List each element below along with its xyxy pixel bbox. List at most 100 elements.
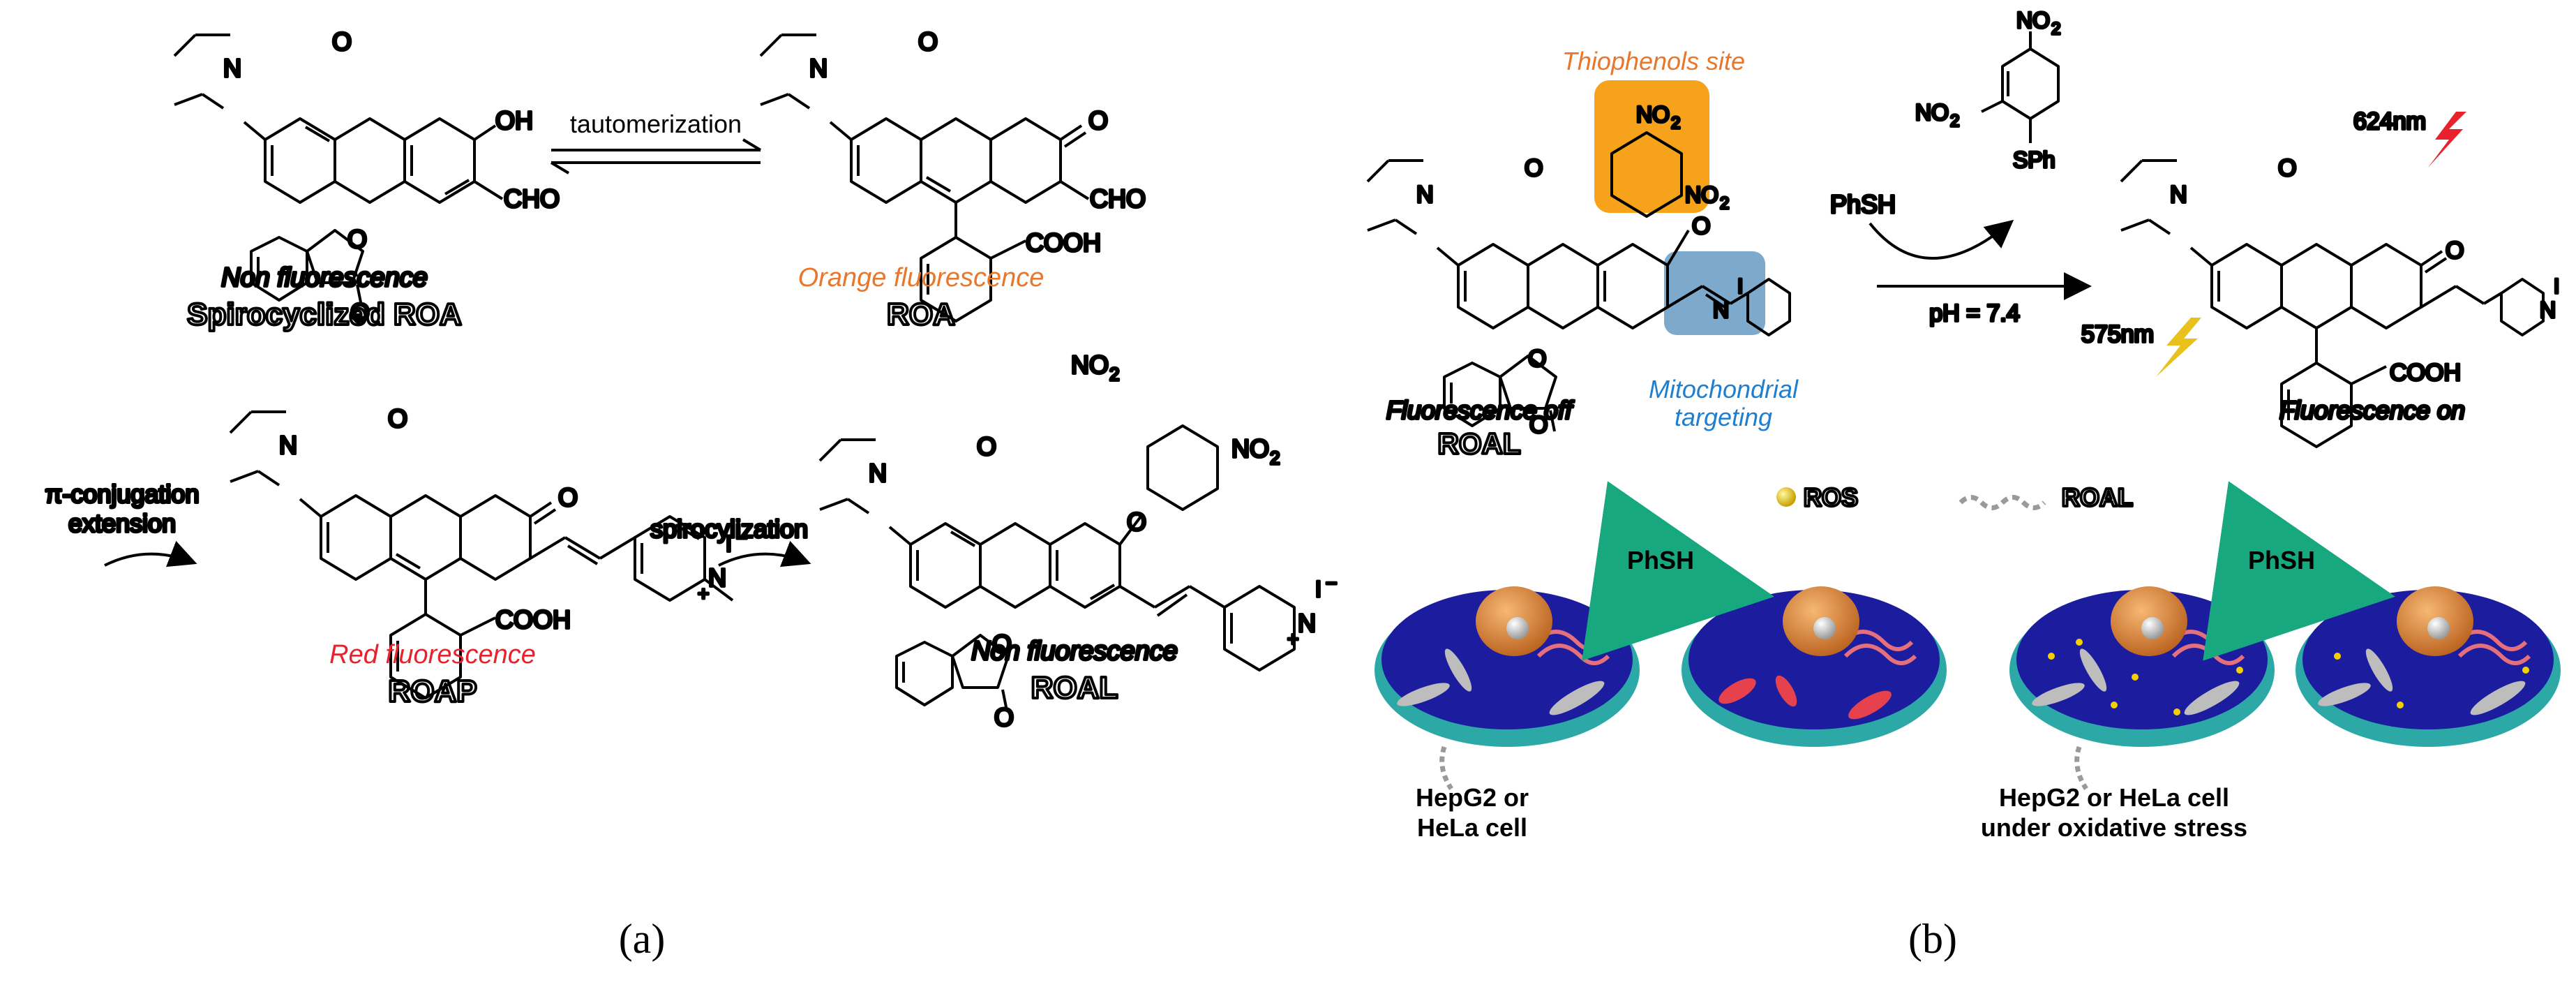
- product-roap-structure: [2120, 159, 2545, 448]
- spirocyclized-roa-structure: [173, 34, 504, 306]
- roal-caption: Non fluorescence: [971, 637, 1178, 666]
- no2-group: NO: [1915, 100, 1949, 125]
- curved-reaction-arrow: [1869, 219, 2014, 260]
- o-atom: O: [1529, 412, 1548, 438]
- ros-legend-icon: [1776, 487, 1796, 507]
- no2-group: NO: [2016, 8, 2050, 33]
- ether-o: O: [1127, 507, 1146, 536]
- o-atom: O: [2446, 237, 2464, 264]
- plus-charge: +: [698, 583, 709, 604]
- forward-arrowhead: [742, 138, 762, 151]
- thiophenols-site-label: Thiophenols site: [1562, 47, 1745, 75]
- pi-conjugation-label-1: π-conjugation: [45, 480, 200, 508]
- spiro-roa-label: Spirocyclized ROA: [187, 297, 462, 332]
- panel-label-b: (b): [1908, 916, 1957, 962]
- o-atom: O: [1528, 346, 1546, 372]
- pyridinium-n: N: [1298, 609, 1316, 637]
- o-atom: O: [2278, 155, 2296, 181]
- o-atom: O: [347, 225, 367, 253]
- red-lightning-icon: [2428, 112, 2466, 168]
- cell-caption-2-line-2: under oxidative stress: [1981, 813, 2247, 842]
- cooh-group: COOH: [495, 605, 571, 634]
- roal-legend-label: ROAL: [2062, 483, 2133, 512]
- roal-probe-label: ROAL: [1438, 427, 1521, 460]
- n-atom: N: [869, 459, 887, 487]
- iodide: I: [2554, 275, 2559, 298]
- roal-structure: [818, 424, 1296, 711]
- pi-conjugation-label-2: extension: [68, 509, 176, 537]
- pyridinium-n: N: [708, 563, 726, 592]
- roap-label: ROAP: [388, 674, 477, 708]
- phsh-arrow-label-1: PhSH: [1627, 546, 1694, 574]
- roal-probe-structure: [1366, 131, 1791, 432]
- cooh-group: COOH: [1026, 228, 1101, 257]
- no2-subscript: 2: [1720, 194, 1729, 213]
- o-atom: O: [1525, 155, 1543, 181]
- cho-group: CHO: [1090, 184, 1146, 213]
- cell-caption-2-line-1: HepG2 or HeLa cell: [1999, 783, 2229, 812]
- o-atom: O: [332, 27, 352, 56]
- pyridinium-n: N: [1713, 297, 1729, 322]
- mitochondrial-label-2: targeting: [1675, 403, 1772, 431]
- dnp-sph-structure: [1981, 31, 2060, 143]
- roa-label: ROA: [887, 297, 955, 332]
- spiro-roa-caption: Non fluorescence: [221, 263, 428, 292]
- spirocyclization-arrow: [718, 540, 811, 567]
- cell-1: [1375, 586, 1640, 790]
- iodide: I: [1737, 275, 1743, 298]
- pi-conjugation-arrow: [104, 540, 197, 567]
- no2-subscript: 2: [1109, 364, 1119, 385]
- o-atom: O: [350, 298, 370, 327]
- o-atom: O: [388, 404, 407, 433]
- cell-caption-1-line-1: HepG2 or: [1416, 783, 1529, 812]
- ether-o: O: [1692, 213, 1710, 239]
- cho-group: CHO: [504, 184, 560, 213]
- mitochondrial-label-1: Mitochondrial: [1649, 375, 1799, 403]
- fluorescence-off-label: Fluorescence off: [1386, 396, 1575, 424]
- no2-subscript: 2: [1671, 114, 1680, 133]
- cell-4: [2296, 586, 2561, 747]
- n-atom: N: [2170, 181, 2187, 208]
- no2-group-top: NO: [1071, 350, 1109, 379]
- ros-legend-label: ROS: [1804, 483, 1858, 512]
- reverse-arrowhead: [550, 161, 570, 175]
- phsh-reagent: PhSH: [1830, 190, 1896, 218]
- n-atom: N: [1416, 181, 1434, 208]
- fluorescence-on-label: Fluorescence on: [2279, 396, 2465, 424]
- o-atom: O: [992, 630, 1012, 658]
- cell-illustrations: PhSH PhSH HepG2 or HeLa cell HepG2 or He…: [1375, 481, 2561, 842]
- roal-legend-icon: [1959, 495, 2046, 510]
- oh-group: OH: [495, 106, 533, 135]
- o-atom: O: [994, 703, 1014, 732]
- spirocyclization-label: spirocylization: [650, 514, 808, 543]
- no2-group-top: NO: [1636, 102, 1670, 127]
- roal-label: ROAL: [1031, 671, 1118, 705]
- o-atom: O: [977, 432, 996, 461]
- panel-label-a: (a): [619, 916, 666, 962]
- n-atom: N: [279, 431, 297, 459]
- iodide: I: [1315, 577, 1321, 602]
- o-atom: O: [1088, 106, 1108, 135]
- emission-624nm: 624nm: [2353, 108, 2426, 135]
- ph-condition: pH = 7.4: [1929, 300, 2019, 327]
- minus-charge: −: [736, 527, 747, 549]
- cell-caption-1-line-2: HeLa cell: [1417, 813, 1527, 842]
- no2-group-ortho: NO: [1685, 182, 1718, 207]
- plus-charge: +: [1287, 628, 1298, 650]
- o-atom: O: [918, 27, 938, 56]
- cooh-group: COOH: [2390, 359, 2461, 386]
- roap-caption: Red fluorescence: [329, 640, 536, 669]
- panel-a: N O OH CHO O O Non fluorescence Spirocyc…: [44, 26, 1339, 733]
- cell-3: [2009, 586, 2275, 790]
- roa-structure: [759, 34, 1090, 322]
- panel-b: Thiophenols site N O O NO 2 NO: [1366, 6, 2561, 513]
- phsh-green-arrow-1: [1582, 481, 1774, 661]
- roa-caption: Orange fluorescence: [798, 263, 1044, 292]
- tautomerization-label: tautomerization: [570, 110, 742, 138]
- n-atom: N: [223, 54, 241, 82]
- yellow-lightning-icon: [2156, 318, 2201, 377]
- no2-subscript: 2: [1950, 112, 1959, 131]
- cell-2: [1682, 586, 1947, 747]
- no2-group-ortho: NO: [1231, 434, 1269, 463]
